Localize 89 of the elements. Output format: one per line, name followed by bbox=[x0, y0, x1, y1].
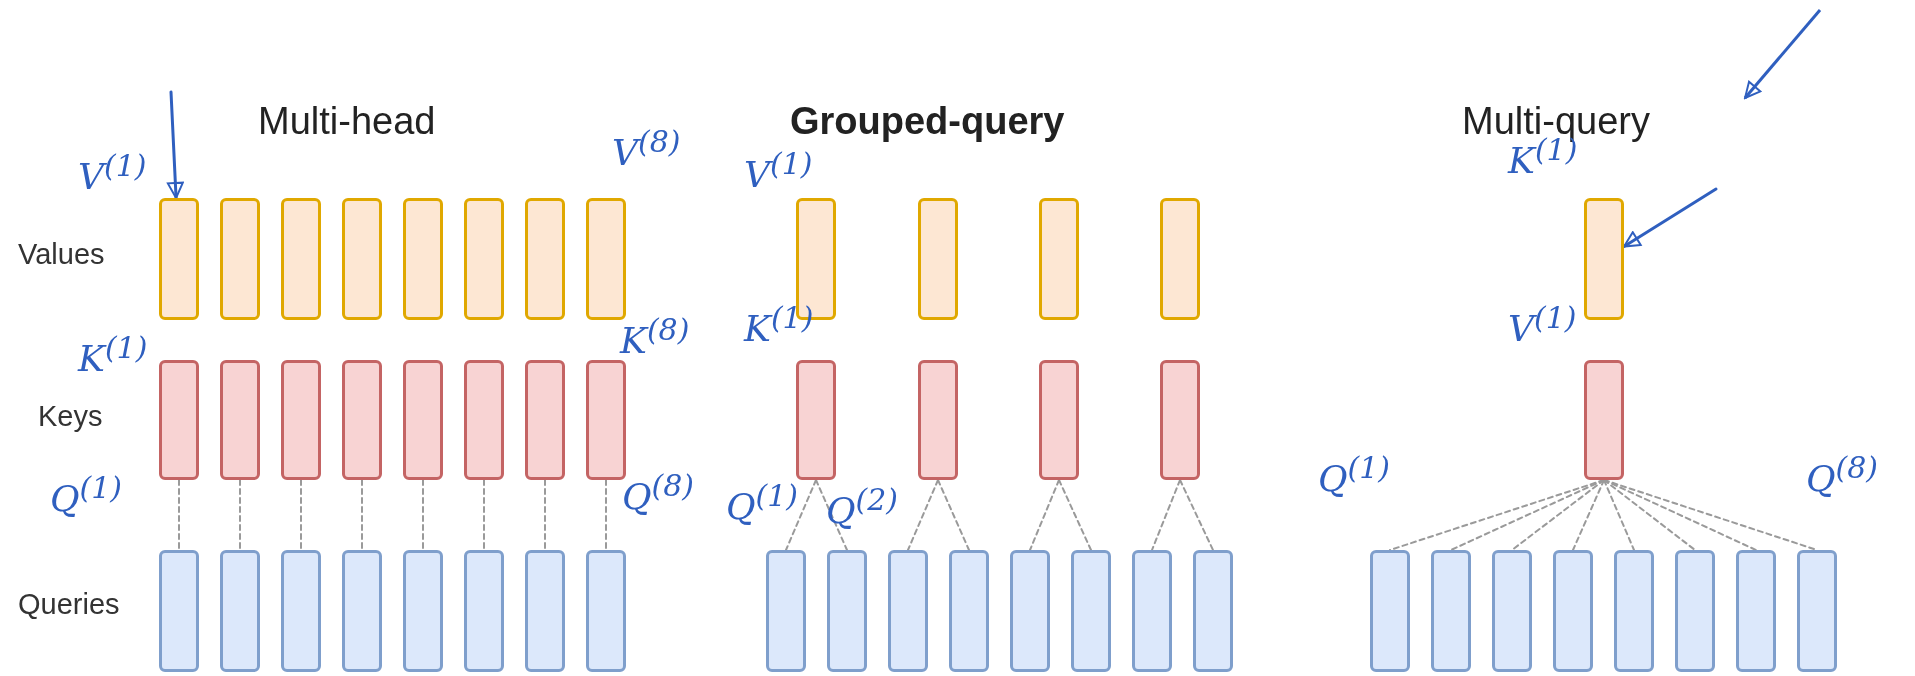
handwritten-annotation: V$^{(1)}$ bbox=[744, 146, 813, 195]
handwritten-annotation: Q$^{(8)}$ bbox=[1806, 450, 1878, 499]
value-box bbox=[1584, 198, 1624, 320]
value-box bbox=[403, 198, 443, 320]
query-box bbox=[1492, 550, 1532, 672]
connector-line bbox=[300, 479, 302, 551]
handwritten-annotation: Q$^{(1)}$ bbox=[50, 470, 122, 519]
query-box bbox=[1193, 550, 1233, 672]
value-box bbox=[159, 198, 199, 320]
value-box bbox=[918, 198, 958, 320]
connector-line bbox=[1511, 479, 1605, 551]
connector-line bbox=[1058, 479, 1092, 551]
key-box bbox=[281, 360, 321, 480]
value-box bbox=[1160, 198, 1200, 320]
value-box bbox=[220, 198, 260, 320]
handwritten-annotation: K$^{(1)}$ bbox=[78, 330, 148, 379]
key-box bbox=[159, 360, 199, 480]
key-box bbox=[342, 360, 382, 480]
key-box bbox=[918, 360, 958, 480]
query-box bbox=[525, 550, 565, 672]
query-box bbox=[1370, 550, 1410, 672]
query-box bbox=[403, 550, 443, 672]
query-box bbox=[586, 550, 626, 672]
handwritten-annotation: V$^{(8)}$ bbox=[612, 124, 681, 173]
query-box bbox=[1797, 550, 1837, 672]
connector-line bbox=[422, 479, 424, 551]
connector-line bbox=[483, 479, 485, 551]
hand-drawn-arrow bbox=[166, 90, 184, 200]
value-box bbox=[281, 198, 321, 320]
key-box bbox=[1160, 360, 1200, 480]
handwritten-annotation: V$^{(1)}$ bbox=[1508, 300, 1577, 349]
query-box bbox=[220, 550, 260, 672]
connector-line bbox=[785, 479, 817, 551]
handwritten-annotation: Q$^{(2)}$ bbox=[826, 482, 898, 531]
query-box bbox=[1071, 550, 1111, 672]
key-box bbox=[1039, 360, 1079, 480]
connector-line bbox=[1151, 479, 1181, 551]
query-box bbox=[1553, 550, 1593, 672]
handwritten-annotation: Q$^{(8)}$ bbox=[622, 468, 694, 517]
query-box bbox=[159, 550, 199, 672]
value-box bbox=[342, 198, 382, 320]
query-box bbox=[827, 550, 867, 672]
handwritten-annotation: Q$^{(1)}$ bbox=[1318, 450, 1390, 499]
panel-title: Multi-head bbox=[258, 100, 436, 143]
row-label: Queries bbox=[18, 588, 120, 621]
connector-line bbox=[544, 479, 546, 551]
key-box bbox=[586, 360, 626, 480]
value-box bbox=[525, 198, 565, 320]
connector-line bbox=[361, 479, 363, 551]
value-box bbox=[586, 198, 626, 320]
handwritten-annotation: K$^{(8)}$ bbox=[620, 312, 690, 361]
connector-line bbox=[1572, 479, 1605, 551]
connector-line bbox=[1029, 479, 1060, 551]
query-box bbox=[888, 550, 928, 672]
value-box bbox=[464, 198, 504, 320]
connector-line bbox=[605, 479, 607, 551]
query-box bbox=[766, 550, 806, 672]
key-box bbox=[220, 360, 260, 480]
query-box bbox=[342, 550, 382, 672]
connector-line bbox=[937, 479, 970, 551]
connector-line bbox=[907, 479, 939, 551]
row-label: Values bbox=[18, 238, 105, 271]
query-box bbox=[1132, 550, 1172, 672]
connector-line bbox=[1179, 479, 1214, 551]
connector-line bbox=[1603, 479, 1635, 551]
query-box bbox=[1736, 550, 1776, 672]
key-box bbox=[796, 360, 836, 480]
handwritten-annotation: Q$^{(1)}$ bbox=[726, 478, 798, 527]
connector-line bbox=[815, 479, 848, 551]
connector-line bbox=[1603, 479, 1696, 551]
connector-line bbox=[239, 479, 241, 551]
handwritten-annotation: K$^{(1)}$ bbox=[744, 300, 814, 349]
handwritten-annotation: V$^{(1)}$ bbox=[78, 148, 147, 197]
key-box bbox=[1584, 360, 1624, 480]
value-box bbox=[1039, 198, 1079, 320]
hand-drawn-arrow bbox=[1622, 187, 1718, 248]
query-box bbox=[281, 550, 321, 672]
query-box bbox=[949, 550, 989, 672]
key-box bbox=[525, 360, 565, 480]
panel-title: Grouped-query bbox=[790, 100, 1065, 143]
query-box bbox=[1614, 550, 1654, 672]
row-label: Keys bbox=[38, 400, 103, 433]
query-box bbox=[1010, 550, 1050, 672]
connector-line bbox=[178, 479, 180, 551]
query-box bbox=[1675, 550, 1715, 672]
key-box bbox=[464, 360, 504, 480]
key-box bbox=[403, 360, 443, 480]
query-box bbox=[464, 550, 504, 672]
query-box bbox=[1431, 550, 1471, 672]
